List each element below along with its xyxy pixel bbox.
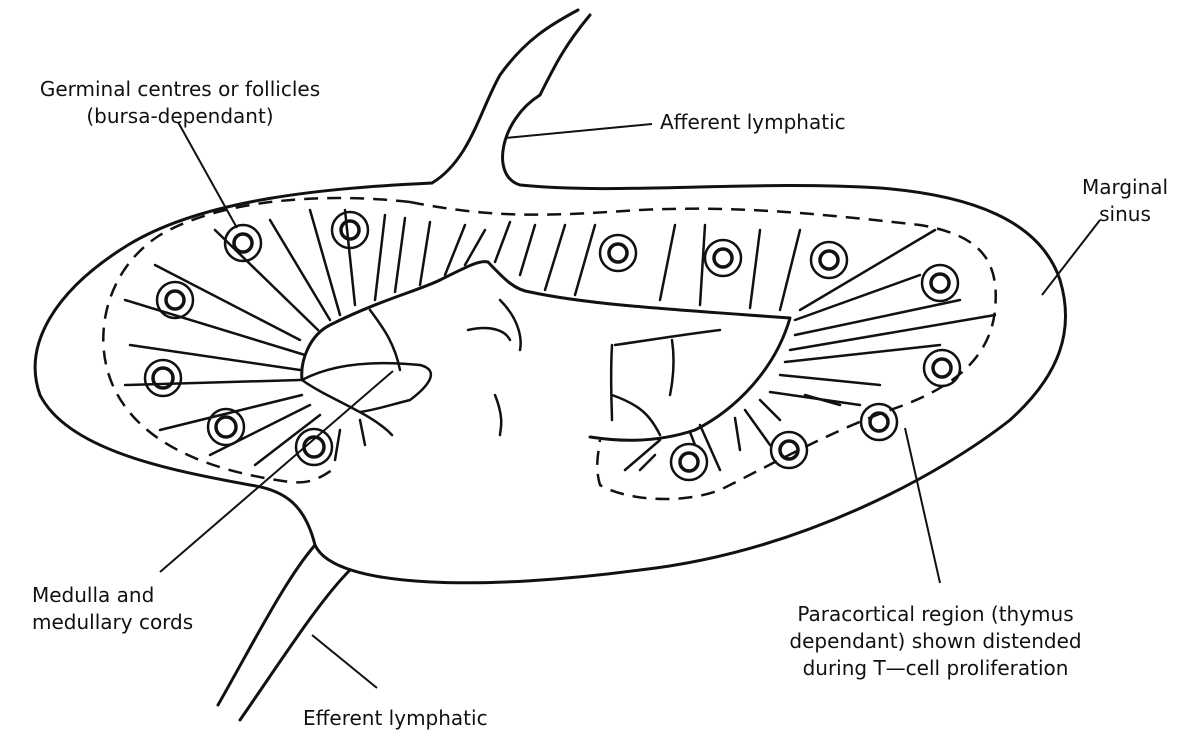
paracortical-label-line1: Paracortical region (thymus [778,601,1093,628]
medullary-cord-6 [615,330,720,345]
marginal-label-line1: Marginal [1080,174,1170,201]
medullary-cord-10 [495,395,501,435]
marginal-label: Marginal sinus [1080,174,1170,228]
paracortical-label-line2: dependant) shown distended [778,628,1093,655]
follicle [922,265,958,301]
germinal-label-line1: Germinal centres or follicles [20,76,340,103]
follicle [600,235,636,271]
medullary-cord-8 [670,340,673,395]
afferent-label: Afferent lymphatic [660,109,846,136]
follicle [296,429,332,465]
paracortical-pointer [905,428,940,583]
medullary-cord-3 [370,310,400,370]
efferent-pointer [312,635,377,688]
efferent-vessel-outer-wall [240,570,350,720]
paracortical-label: Paracortical region (thymus dependant) s… [778,601,1093,682]
marginal-label-line2: sinus [1080,201,1170,228]
medullary-cord-4 [468,328,510,340]
follicle [157,282,193,318]
afferent-pointer [505,124,652,138]
germinal-label: Germinal centres or follicles (bursa-dep… [20,76,340,130]
medullary-cord-9 [611,345,612,420]
medulla-label-line1: Medulla and [32,582,193,609]
follicle [771,432,807,468]
follicle [705,240,741,276]
radiating-cords-left [125,210,485,465]
follicles [145,212,960,480]
efferent-label: Efferent lymphatic [303,705,488,732]
follicle [332,212,368,248]
afferent-vessel-wall [432,10,578,183]
follicle [861,404,897,440]
follicle [145,360,181,396]
medulla-label: Medulla and medullary cords [32,582,193,636]
radiating-cords-right [495,222,995,470]
follicle [671,444,707,480]
medulla-label-line2: medullary cords [32,609,193,636]
medullary-cord-7 [612,395,660,435]
follicle [924,350,960,386]
germinal-label-line2: (bursa-dependant) [20,103,340,130]
node-capsule [35,95,1065,583]
follicle [811,242,847,278]
medullary-cord-1 [302,363,431,412]
paracortical-label-line3: during T—cell proliferation [778,655,1093,682]
medullary-cord-5 [500,300,521,350]
